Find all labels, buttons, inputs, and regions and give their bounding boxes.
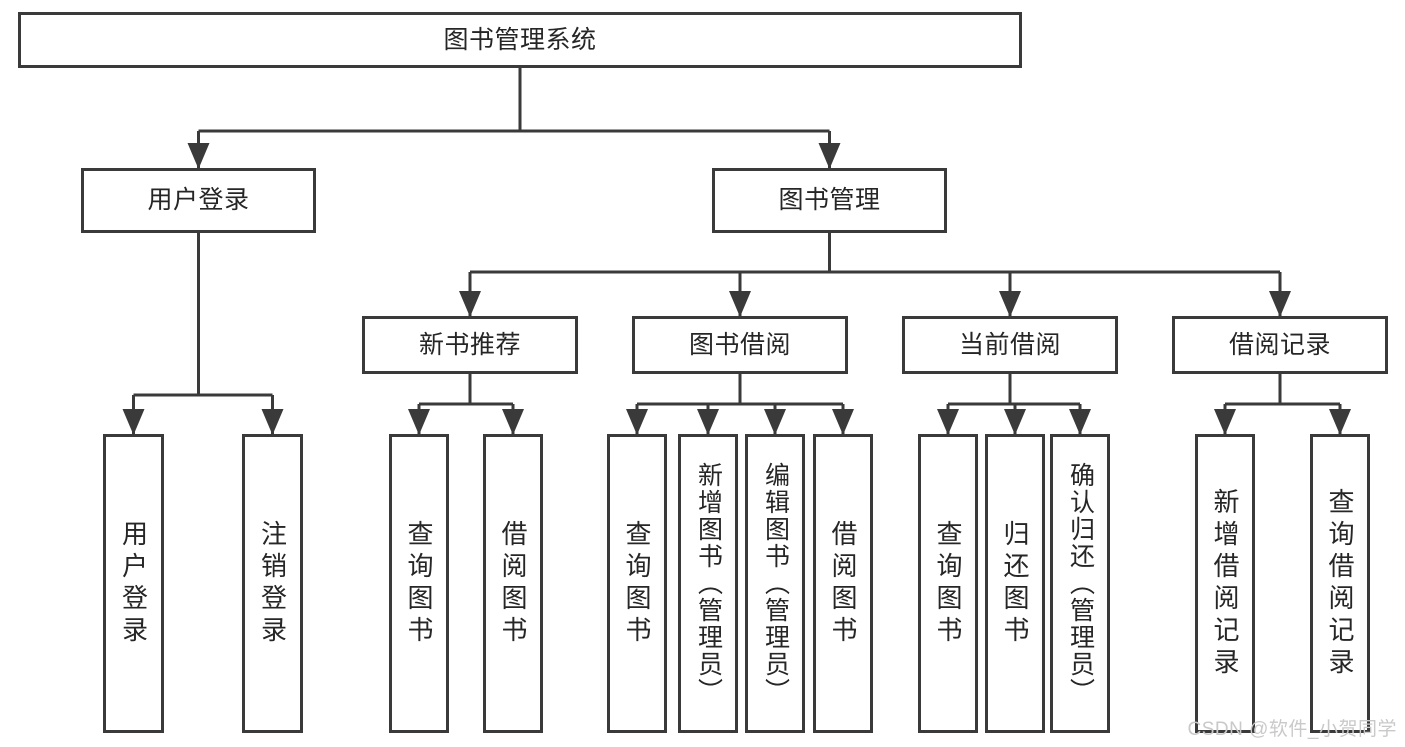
node-l_q2[interactable]: 查询图书	[607, 434, 667, 733]
node-l_b1[interactable]: 借阅图书	[483, 434, 543, 733]
node-l_add[interactable]: 新增图书（管理员）	[678, 434, 738, 733]
edge-arrowhead	[999, 291, 1021, 317]
edge-arrowhead	[697, 409, 719, 435]
node-l_qrec[interactable]: 查询借阅记录	[1310, 434, 1370, 733]
edge-arrowhead	[1214, 409, 1236, 435]
edge-arrowhead	[459, 291, 481, 317]
node-newbook[interactable]: 新书推荐	[362, 316, 578, 374]
node-label-l_add: 新增图书（管理员）	[694, 462, 723, 705]
edge-arrowhead	[408, 409, 430, 435]
edge-arrowhead	[1329, 409, 1351, 435]
node-label-l_b2: 借阅图书	[828, 519, 858, 648]
node-label-l_cfm: 确认归还（管理员）	[1066, 462, 1095, 705]
node-l_login[interactable]: 用户登录	[103, 434, 164, 733]
node-l_cfm[interactable]: 确认归还（管理员）	[1050, 434, 1110, 733]
node-label-l_q1: 查询图书	[404, 519, 434, 648]
node-label-l_ret: 归还图书	[1000, 519, 1030, 648]
node-label-l_q3: 查询图书	[933, 519, 963, 648]
node-label-records: 借阅记录	[1228, 330, 1331, 359]
node-label-login: 用户登录	[147, 186, 250, 214]
node-label-l_addrec: 新增借阅记录	[1210, 487, 1240, 680]
edge-arrowhead	[1004, 409, 1026, 435]
node-label-newbook: 新书推荐	[418, 330, 521, 359]
edge-arrowhead	[764, 409, 786, 435]
node-l_addrec[interactable]: 新增借阅记录	[1195, 434, 1255, 733]
node-root[interactable]: 图书管理系统	[18, 12, 1022, 68]
node-login[interactable]: 用户登录	[81, 168, 316, 233]
node-label-l_login: 用户登录	[118, 519, 149, 648]
node-records[interactable]: 借阅记录	[1172, 316, 1388, 374]
node-label-l_q2: 查询图书	[622, 519, 652, 648]
edge-arrowhead	[122, 409, 145, 435]
node-borrow[interactable]: 图书借阅	[632, 316, 848, 374]
node-current[interactable]: 当前借阅	[902, 316, 1118, 374]
edge-arrowhead	[261, 409, 284, 435]
edge-arrowhead	[937, 409, 959, 435]
node-bookmgmt[interactable]: 图书管理	[712, 168, 947, 233]
node-label-l_qrec: 查询借阅记录	[1325, 487, 1355, 680]
node-l_q1[interactable]: 查询图书	[389, 434, 449, 733]
edge-arrowhead	[626, 409, 648, 435]
node-l_edit[interactable]: 编辑图书（管理员）	[745, 434, 805, 733]
node-l_b2[interactable]: 借阅图书	[813, 434, 873, 733]
node-label-l_b1: 借阅图书	[498, 519, 528, 648]
edge-arrowhead	[502, 409, 524, 435]
edge-arrowhead	[818, 143, 841, 169]
edge-arrowhead	[832, 409, 854, 435]
edge-arrowhead	[1069, 409, 1091, 435]
edge-arrowhead	[1269, 291, 1291, 317]
node-label-borrow: 图书借阅	[688, 330, 791, 359]
node-l_ret[interactable]: 归还图书	[985, 434, 1045, 733]
node-label-current: 当前借阅	[958, 330, 1061, 359]
node-label-root: 图书管理系统	[443, 25, 597, 54]
edge-arrowhead	[729, 291, 751, 317]
node-l_logout[interactable]: 注销登录	[242, 434, 303, 733]
node-l_q3[interactable]: 查询图书	[918, 434, 978, 733]
node-label-bookmgmt: 图书管理	[778, 186, 881, 214]
node-label-l_logout: 注销登录	[257, 519, 288, 648]
node-label-l_edit: 编辑图书（管理员）	[761, 462, 790, 705]
edge-arrowhead	[187, 143, 210, 169]
